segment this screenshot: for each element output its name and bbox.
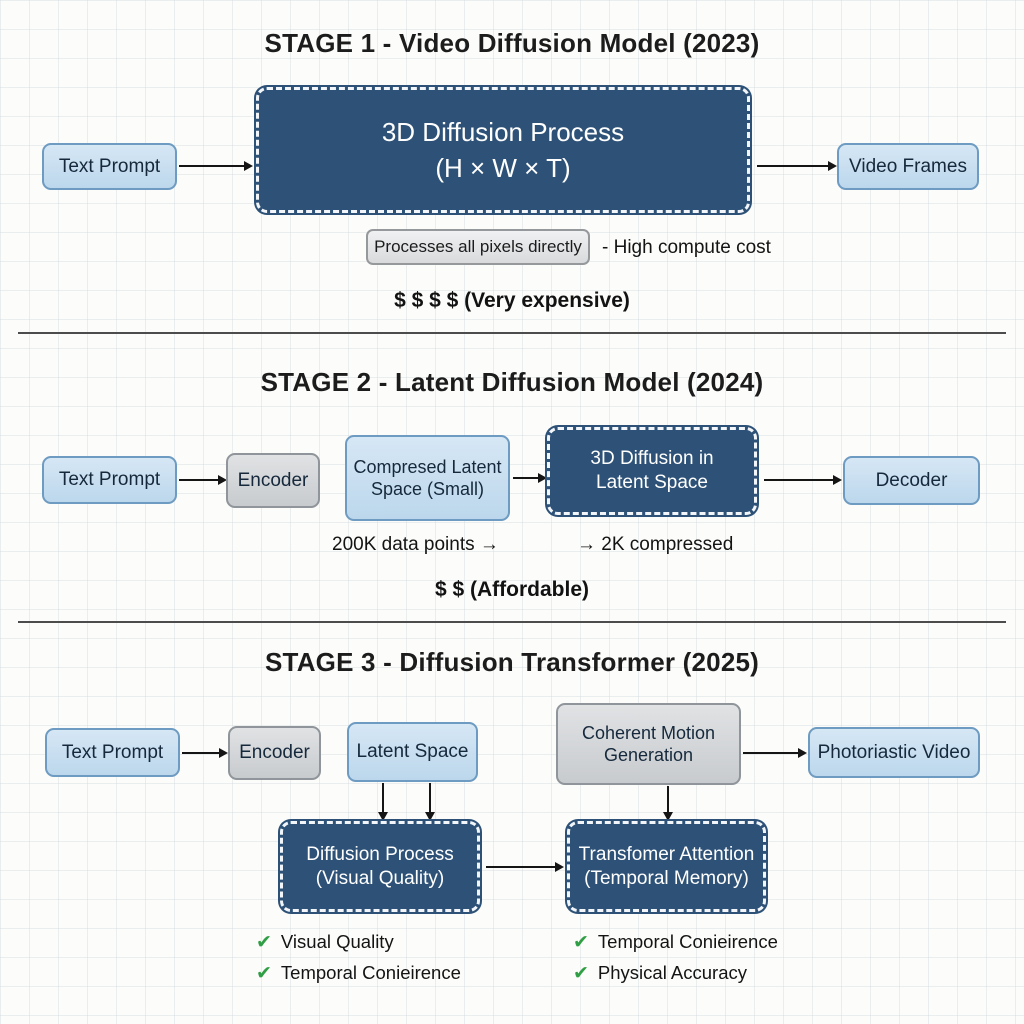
stage3-title: STAGE 3 - Diffusion Transformer (2025) — [265, 647, 759, 677]
stage2-compression-left: 200K data points → — [332, 534, 499, 555]
stage3-diffusion-line2: (Visual Quality) — [315, 867, 445, 889]
check-item: ✔ Physical Accuracy — [573, 962, 778, 985]
check-icon: ✔ — [573, 932, 589, 953]
stage3-diffusion-box: Diffusion Process (Visual Quality) — [280, 821, 480, 912]
stage2-diffusion-box: 3D Diffusion in Latent Space — [547, 427, 757, 515]
stage2-encoder-label: Encoder — [237, 469, 309, 491]
check-item: ✔ Visual Quality — [256, 931, 461, 954]
stage1-text-prompt-box: Text Prompt — [42, 143, 177, 190]
stage3-checklist-right: ✔ Temporal Conieirence ✔ Physical Accura… — [573, 931, 778, 993]
stage3-motion-line2: Generation — [603, 745, 694, 765]
stage3-latent-space-label: Latent Space — [356, 741, 469, 763]
stage3-encoder-label: Encoder — [239, 742, 310, 764]
check-icon: ✔ — [256, 963, 272, 984]
stage3-diffusion-line1: Diffusion Process — [306, 843, 454, 865]
check-label: Temporal Conieirence — [597, 931, 778, 952]
stage3-motion-box: Coherent Motion Generation — [556, 703, 741, 785]
stage2-text-prompt-label: Text Prompt — [58, 469, 161, 491]
stage1-video-frames-label: Video Frames — [849, 155, 967, 177]
stage2-decoder-label: Decoder — [875, 469, 948, 491]
check-label: Visual Quality — [280, 931, 394, 952]
check-label: Temporal Conieirence — [280, 962, 461, 983]
stage1-video-frames-box: Video Frames — [837, 143, 979, 190]
check-item: ✔ Temporal Conieirence — [573, 931, 778, 954]
stage3-arrow-motion-to-transformer — [663, 786, 673, 821]
stage2-arrow-latent-to-diffusion — [513, 473, 547, 483]
stage3-transformer-line1: Transfomer Attention — [578, 843, 755, 865]
stage1-process-line2: (H × W × T) — [435, 153, 571, 183]
stage1-text-prompt-label: Text Prompt — [58, 155, 161, 177]
divider-stage1-stage2 — [18, 332, 1006, 334]
stage3-checklist-left: ✔ Visual Quality ✔ Temporal Conieirence — [256, 931, 461, 993]
check-icon: ✔ — [256, 932, 272, 953]
stage3-arrow-motion-to-video — [743, 748, 807, 758]
stage2-arrow-diffusion-to-decoder — [764, 475, 842, 485]
stage1-note-box: Processes all pixels directly — [366, 229, 590, 265]
stage2-cost-label: $ $ (Affordable) — [434, 578, 589, 601]
stage3-video-label: Photoriastic Video — [817, 741, 971, 763]
stage2-latent-line1: Compresed Latent — [353, 456, 502, 477]
stage3-encoder-box: Encoder — [228, 726, 321, 780]
stage1-note-suffix: - High compute cost — [602, 237, 771, 258]
stage2-compression-right: → 2K compressed — [577, 534, 734, 555]
stage2-text-prompt-box: Text Prompt — [42, 456, 177, 504]
stage2-arrow-prompt-to-encoder — [179, 475, 227, 485]
stage3-arrow-latent-to-diffusion-1 — [378, 783, 388, 821]
stage1-note-label: Processes all pixels directly — [374, 237, 582, 256]
stage2-process-line1: 3D Diffusion in — [590, 448, 714, 470]
stage2-latent-space-box: Compresed Latent Space (Small) — [345, 435, 510, 521]
check-item: ✔ Temporal Conieirence — [256, 962, 461, 985]
stage3-video-box: Photoriastic Video — [808, 727, 980, 778]
stage3-arrow-latent-to-diffusion-2 — [425, 783, 435, 821]
stage1-arrow-process-to-frames — [757, 161, 837, 171]
stage3-motion-line1: Coherent Motion — [581, 722, 716, 743]
stage2-encoder-box: Encoder — [226, 453, 320, 508]
stage1-arrow-prompt-to-process — [179, 161, 253, 171]
stage1-title: STAGE 1 - Video Diffusion Model (2023) — [264, 28, 760, 58]
stage2-title: STAGE 2 - Latent Diffusion Model (2024) — [260, 367, 764, 397]
stage1-diffusion-process-box: 3D Diffusion Process (H × W × T) — [256, 87, 750, 213]
stage1-process-line1: 3D Diffusion Process — [381, 116, 625, 147]
stage2-decoder-box: Decoder — [843, 456, 980, 505]
stage3-transformer-box: Transfomer Attention (Temporal Memory) — [567, 821, 766, 912]
stage3-arrow-diffusion-to-transformer — [486, 862, 564, 872]
stage2-process-line2: Latent Space — [596, 472, 708, 493]
stage3-latent-space-box: Latent Space — [347, 722, 478, 782]
divider-stage2-stage3 — [18, 621, 1006, 623]
stage3-text-prompt-box: Text Prompt — [45, 728, 180, 777]
stage1-cost-label: $ $ $ $ (Very expensive) — [394, 289, 630, 312]
stage3-arrow-prompt-to-encoder — [182, 748, 228, 758]
stage2-latent-line2: Space (Small) — [370, 479, 485, 499]
stage3-text-prompt-label: Text Prompt — [61, 741, 164, 763]
check-icon: ✔ — [573, 963, 589, 984]
stage3-transformer-line2: (Temporal Memory) — [584, 867, 749, 889]
check-label: Physical Accuracy — [597, 962, 748, 983]
